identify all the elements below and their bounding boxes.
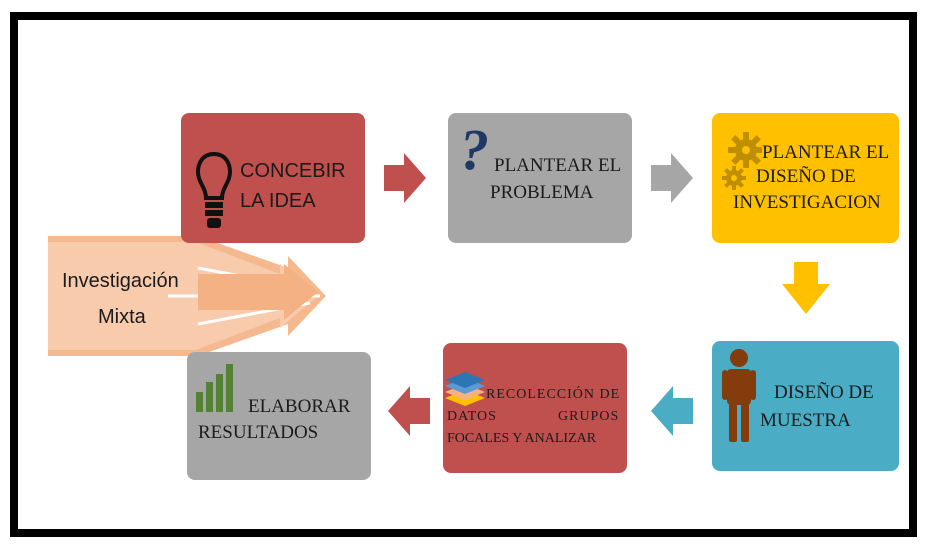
step-5-line2b: GRUPOS xyxy=(558,409,620,424)
step-1-line1: CONCEBIR xyxy=(240,160,346,182)
mixed-research-line2: Mixta xyxy=(98,306,146,328)
gears-icon xyxy=(722,132,762,190)
question-mark-icon: ? xyxy=(460,117,489,182)
arrow-right-1 xyxy=(384,153,426,203)
layers-icon xyxy=(445,372,485,406)
mixed-research-line1: Investigación xyxy=(62,270,179,292)
step-4-line2: MUESTRA xyxy=(760,410,851,431)
step-1-line2: LA IDEA xyxy=(240,190,316,212)
person-icon xyxy=(722,349,756,442)
step-data-collection xyxy=(443,343,627,473)
lightbulb-icon xyxy=(196,151,232,228)
arrow-down xyxy=(782,262,830,314)
arrow-left-2 xyxy=(388,386,430,436)
mixed-arrows xyxy=(48,236,326,356)
step-2-line1: PLANTEAR EL xyxy=(494,155,622,176)
bar-chart-icon xyxy=(196,364,233,412)
step-elaborate-results xyxy=(187,352,371,480)
step-4-line1: DISEÑO DE xyxy=(774,382,874,403)
step-3-line1: PLANTEAR EL xyxy=(762,142,890,163)
arrow-right-2 xyxy=(651,153,693,203)
step-3-line3: INVESTIGACION xyxy=(733,192,881,213)
step-6-line2: RESULTADOS xyxy=(198,422,319,443)
step-5-line1: RECOLECCIÓN DE xyxy=(486,387,621,402)
arrow-left-1 xyxy=(651,386,693,436)
step-3-line2: DISEÑO DE xyxy=(756,166,856,187)
step-5-line3: FOCALES Y ANALIZAR xyxy=(447,431,597,446)
step-6-line1: ELABORAR xyxy=(248,396,351,417)
step-2-line2: PROBLEMA xyxy=(490,182,594,203)
step-state-problem xyxy=(448,113,632,243)
step-5-line2a: DATOS xyxy=(447,409,497,424)
